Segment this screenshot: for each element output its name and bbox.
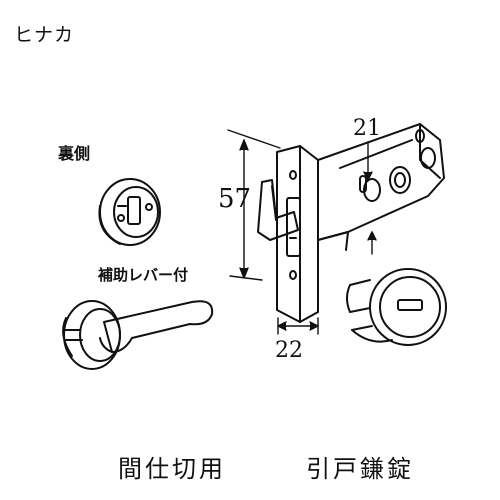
height-dimension: 57: [218, 184, 252, 214]
hook-bolt: [257, 179, 299, 241]
auxiliary-lever-label: 補助レバー付: [98, 266, 189, 284]
top-offset-dimension: 21: [353, 116, 381, 141]
product-caption: 引戸鎌錠: [306, 455, 414, 483]
brand-name: ヒナカ: [14, 24, 75, 46]
dimension-lines: [227, 129, 377, 335]
usage-caption: 間仕切用: [118, 455, 226, 483]
front-cylinder: [346, 268, 447, 346]
back-side-thumbturn: [98, 178, 161, 246]
backset-dimension: 22: [275, 338, 303, 363]
lock-case: [317, 123, 445, 251]
back-side-label: 裏側: [58, 144, 91, 163]
auxiliary-lever-handle: [62, 300, 214, 370]
faceplate: [276, 145, 319, 323]
